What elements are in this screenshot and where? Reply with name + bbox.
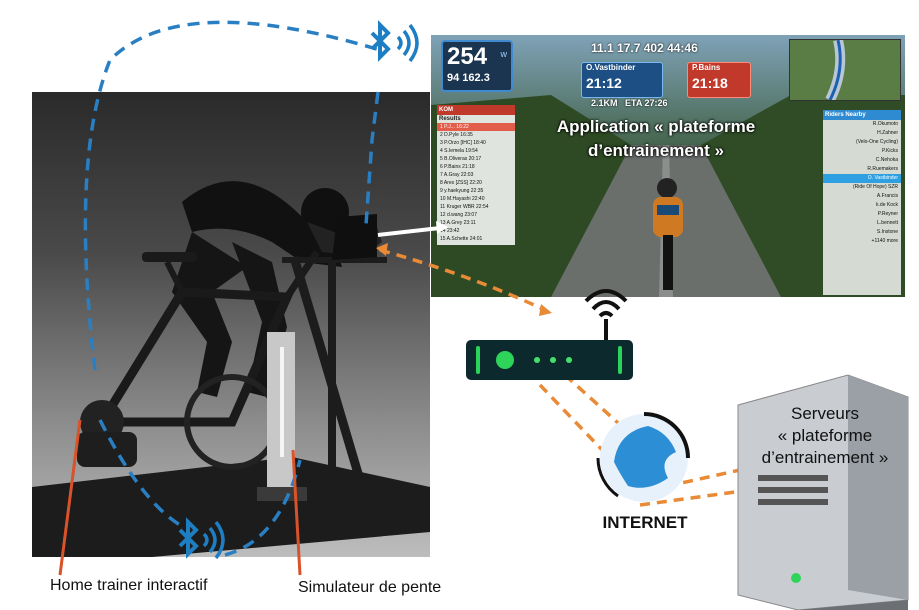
results-row: 14 23:42: [440, 228, 460, 234]
router-logo: [496, 351, 514, 369]
wifi-link-tablet-router: [379, 248, 546, 312]
nearby-row: C.Nehoka: [875, 157, 898, 163]
distance-eta: 2.1KM ETA 27:26: [591, 98, 668, 108]
wifi-icon: [584, 289, 628, 341]
server-label-line3: d’entrainement »: [761, 448, 889, 467]
results-row: 9 y.haekyung 22:35: [440, 188, 484, 194]
nearby-row: (Ride Of Hope) SZR: [852, 184, 898, 190]
bluetooth-icon: [370, 20, 419, 63]
tablet-app-arrow: [377, 226, 441, 237]
bluetooth-link-tablet: [364, 91, 380, 226]
server-label-line1: Serveurs: [790, 404, 860, 423]
bluetooth-link-top: [83, 20, 381, 371]
ride-stats-bar: 11.1 17.7 402 44:46: [591, 41, 698, 55]
app-title-line2: d’entrainement »: [587, 141, 725, 160]
power-value: 254: [447, 43, 488, 70]
rider-photo-drawing: [32, 181, 430, 557]
nearby-row: R.Okumoto: [872, 121, 898, 127]
router-led: [566, 357, 572, 363]
router-led: [550, 357, 556, 363]
slope-simulator-pointer: [291, 449, 302, 576]
results-row: 12 d.wang 23:07: [440, 212, 477, 218]
results-row: 2 D.Pyle 16:35: [440, 132, 473, 138]
distance-left: 2.1KM: [591, 98, 618, 108]
server-icon: [737, 374, 909, 610]
mini-map-drawing: [825, 38, 846, 103]
router-led-bar: [618, 346, 622, 374]
wifi-link-internet-server: [649, 468, 741, 492]
app-title-line1: Application « plateforme: [556, 117, 756, 136]
wifi-link-router-internet: [538, 383, 652, 502]
server-label-line2: « plateforme: [777, 426, 873, 445]
results-row: 4 S.Iemela 19:54: [440, 148, 478, 154]
nearby-row: S.Instone: [876, 229, 898, 235]
server-label: Serveurs « plateforme d’entrainement »: [740, 403, 910, 469]
nearby-row: P.Kicks: [881, 148, 898, 154]
results-row: 1 P.J... 16:22: [437, 123, 515, 131]
rider-left-name: O.Vastbinder: [586, 63, 636, 72]
nearby-row: P.Reyner: [877, 211, 898, 217]
router-led-bar: [476, 346, 480, 374]
nearby-row: (Velo-One Cycling): [856, 139, 898, 145]
rider-photo: [32, 92, 430, 557]
power-sub-stats: 94 162.3: [447, 72, 490, 84]
results-row: 10 M.Hayashi 22:40: [440, 196, 485, 202]
eta-value: 27:26: [644, 98, 668, 108]
results-row: 11 Kruger WBR 22:54: [440, 204, 489, 210]
app-title: Application « plateforme d’entrainement …: [526, 115, 786, 163]
nearby-row: H.Zahner: [877, 130, 898, 136]
nearby-row: R.Ruemakers: [867, 166, 898, 172]
nearby-row: k.de Kock: [876, 202, 898, 208]
router-led: [534, 357, 540, 363]
results-row: 15 A.Schette 24:01: [440, 236, 483, 242]
rider-right-name: P.Bains: [692, 63, 721, 72]
globe-icon: [596, 412, 690, 502]
rider-left-time: 21:12: [586, 75, 622, 91]
bluetooth-icon: [178, 517, 225, 560]
bluetooth-link-trainer: [98, 419, 181, 527]
results-row: 7 A.Gray 22:03: [440, 172, 474, 178]
mini-map: [789, 38, 901, 103]
nearby-row: L.bennett: [877, 220, 898, 226]
nearby-row: A.Francis: [876, 193, 898, 199]
results-row: 8 Ares [ZSS] 22:20: [440, 180, 482, 186]
slope-simulator-caption: Simulateur de pente: [298, 579, 442, 596]
results-row: 5 B.Oliveras 20:17: [440, 156, 482, 162]
results-header: KOM: [437, 105, 515, 115]
results-row: 13 A.Grey 23:11: [440, 220, 476, 226]
home-trainer-pointer: [58, 419, 82, 576]
rider-card-left: O.Vastbinder 21:12: [581, 62, 663, 98]
nearby-row: O. Vastbinder: [823, 174, 901, 183]
rider-right-time: 21:18: [692, 75, 728, 91]
rider-card-right: P.Bains 21:18: [687, 62, 751, 98]
power-readout: 254 w 94 162.3: [441, 40, 513, 92]
nearby-header: Riders Nearby: [823, 110, 901, 120]
power-unit: w: [500, 49, 508, 59]
bluetooth-link-simulator: [224, 459, 302, 557]
results-title: Results: [439, 116, 461, 122]
results-row: 6 P.Bains 21:18: [440, 164, 475, 170]
training-app-screen: 254 w 94 162.3 11.1 17.7 402 44:46 O.Vas…: [431, 35, 905, 297]
home-trainer-caption: Home trainer interactif: [50, 577, 208, 594]
nearby-more: +1140 more: [871, 238, 898, 244]
internet-label: INTERNET: [602, 513, 688, 532]
router: [466, 340, 633, 380]
results-row: 3 P.Orzo [IHC] 18:40: [440, 140, 486, 146]
